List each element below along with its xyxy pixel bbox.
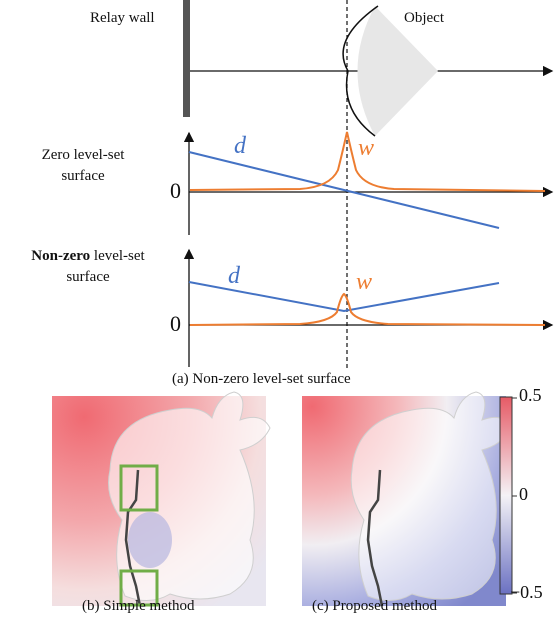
nonzero-panel-label: Non-zero level-set surface [8, 246, 168, 288]
nonzero-panel-label-line2: surface [66, 269, 110, 285]
nonzero-panel-label-rest: level-set [90, 248, 145, 264]
panel-c-image [302, 391, 511, 607]
nonzero-panel-d-line [188, 281, 500, 313]
colorbar-mid-label: 0 [519, 484, 528, 504]
zero-panel-d-label: d [234, 133, 246, 159]
zero-panel-label-line2: surface [61, 168, 105, 184]
nonzero-panel-d-label: d [228, 263, 240, 289]
object-cone [357, 6, 438, 136]
colorbar-min-label: −0.5 [510, 582, 543, 602]
highlight-box-lower [119, 569, 159, 607]
caption-b: (b) Simple method [82, 598, 195, 614]
zero-panel-d-line [188, 151, 500, 229]
relay-wall-label: Relay wall [90, 10, 155, 26]
relay-wall [183, 0, 190, 117]
zero-panel-w-label: w [358, 135, 375, 161]
nonzero-panel-w-label: w [356, 269, 373, 295]
zero-panel-label-line1: Zero level-set [41, 147, 125, 163]
object-label: Object [404, 10, 444, 26]
panel-b-image [52, 391, 271, 607]
colorbar [499, 396, 513, 595]
zero-panel-w-curve [189, 131, 546, 192]
zero-panel-label: Zero level-set surface [28, 145, 138, 187]
caption-a: (a) Non-zero level-set surface [172, 371, 351, 387]
nonzero-panel-w-curve [189, 292, 546, 326]
nonzero-panel-label-bold: Non-zero [31, 248, 91, 264]
object-surface [342, 5, 379, 137]
colorbar-max-label: 0.5 [519, 385, 542, 405]
highlight-box-upper [119, 464, 159, 512]
caption-c: (c) Proposed method [312, 598, 437, 614]
nonzero-panel-zero-tick: 0 [170, 311, 181, 336]
zero-panel-zero-tick: 0 [170, 178, 181, 203]
